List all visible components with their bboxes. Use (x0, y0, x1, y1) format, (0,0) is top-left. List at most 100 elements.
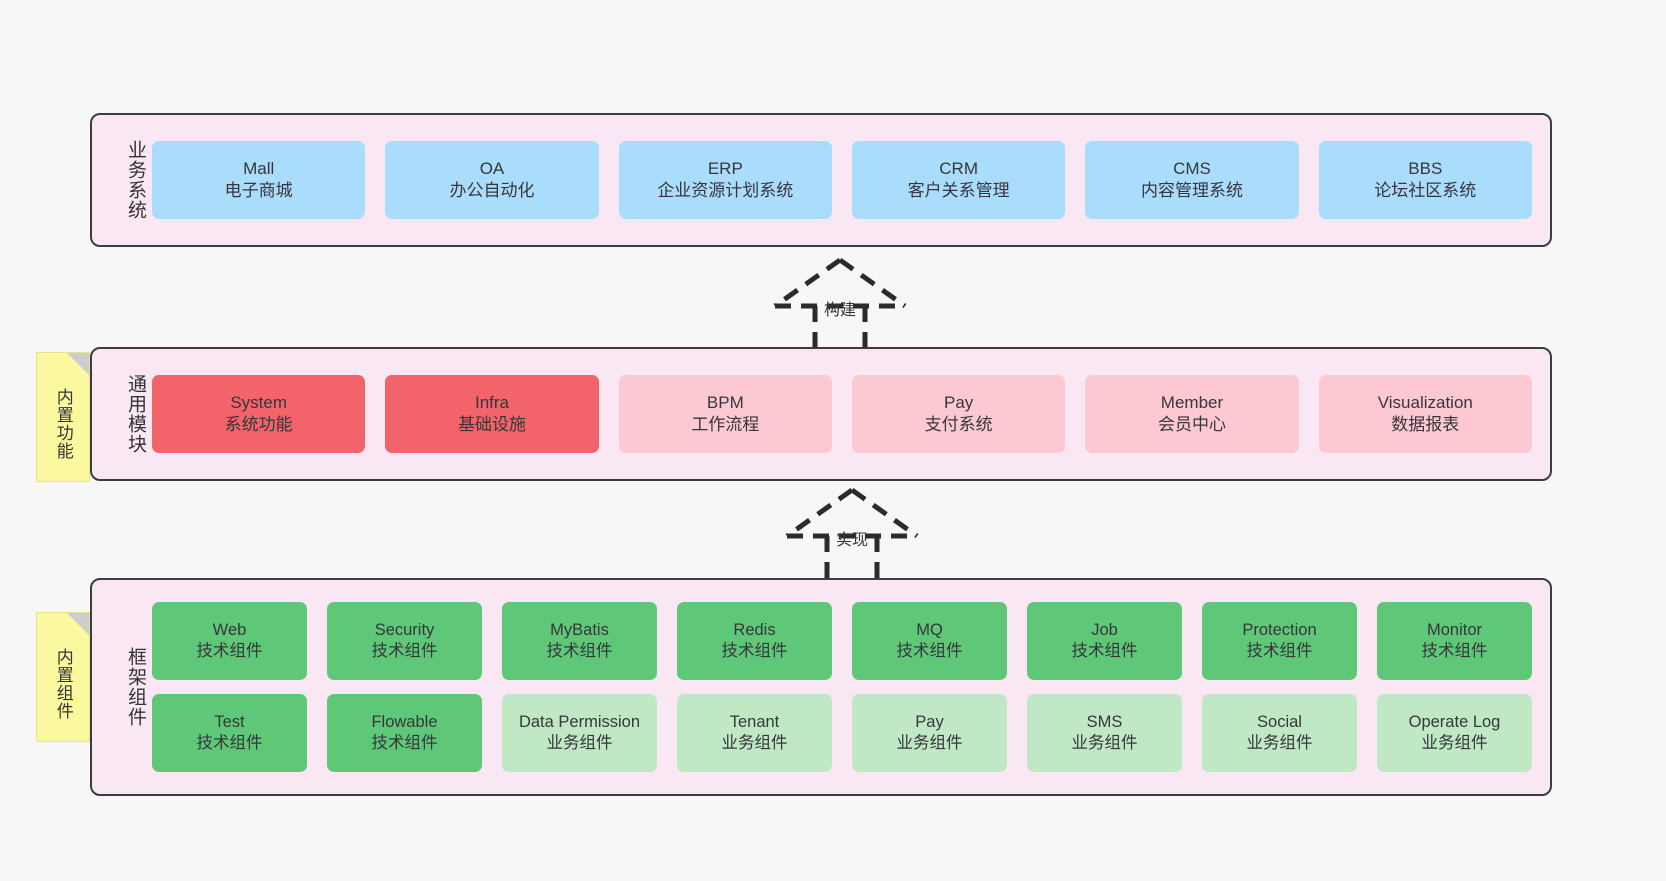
card-title-cn: 电子商城 (224, 181, 293, 200)
arrow-label-build: 构建 (823, 302, 856, 319)
card-bbs[interactable]: BBS 论坛社区系统 (1318, 141, 1532, 219)
card-data-permission[interactable]: Data Permission 业务组件 (502, 694, 657, 772)
card-title-en: MQ (916, 620, 943, 639)
card-title-cn: 支付系统 (924, 415, 993, 434)
card-title-en: System (230, 392, 287, 412)
card-title-cn: 业务组件 (896, 734, 963, 752)
card-erp[interactable]: ERP 企业资源计划系统 (618, 141, 832, 219)
card-row: System 系统功能 Infra 基础设施 BPM 工作流程 Pay 支付系统… (152, 375, 1532, 453)
card-title-cn: 基础设施 (457, 415, 526, 434)
card-title-cn: 工作流程 (691, 415, 760, 434)
card-title-cn: 论坛社区系统 (1374, 181, 1477, 200)
card-row: Test 技术组件 Flowable 技术组件 Data Permission … (152, 694, 1532, 772)
layer-title-framework-components: 框架组件 (125, 647, 146, 727)
layer-business-systems: 业务系统 Mall 电子商城 OA 办公自动化 ERP 企业资源计划系统 CRM… (90, 113, 1552, 247)
card-title-cn: 系统功能 (224, 415, 293, 434)
card-title-cn: 业务组件 (1421, 734, 1488, 752)
card-title-en: Infra (474, 392, 509, 412)
card-title-en: BBS (1408, 158, 1443, 178)
card-title-en: Mall (243, 158, 275, 178)
card-bpm[interactable]: BPM 工作流程 (618, 375, 832, 453)
card-title-en: Security (374, 620, 435, 639)
card-title-cn: 业务组件 (546, 734, 613, 752)
card-title-cn: 技术组件 (371, 642, 438, 660)
layer-title-business-systems: 业务系统 (125, 140, 146, 220)
card-row: Web 技术组件 Security 技术组件 MyBatis 技术组件 Redi… (152, 602, 1532, 680)
card-visualization[interactable]: Visualization 数据报表 (1318, 375, 1532, 453)
card-title-en: SMS (1086, 712, 1123, 731)
card-oa[interactable]: OA 办公自动化 (385, 141, 599, 219)
card-grid-business-systems: Mall 电子商城 OA 办公自动化 ERP 企业资源计划系统 CRM 客户关系… (146, 141, 1550, 219)
card-flowable[interactable]: Flowable 技术组件 (327, 694, 482, 772)
card-title-en: Visualization (1377, 392, 1473, 412)
card-title-en: ERP (707, 158, 743, 178)
card-title-en: CMS (1173, 158, 1211, 178)
card-pay-component[interactable]: Pay 业务组件 (852, 694, 1007, 772)
card-title-cn: 业务组件 (1246, 734, 1313, 752)
card-mq[interactable]: MQ 技术组件 (852, 602, 1007, 680)
card-mybatis[interactable]: MyBatis 技术组件 (502, 602, 657, 680)
card-cms[interactable]: CMS 内容管理系统 (1085, 141, 1299, 219)
card-title-cn: 技术组件 (721, 642, 788, 660)
card-social[interactable]: Social 业务组件 (1202, 694, 1357, 772)
card-title-en: Redis (733, 620, 776, 639)
card-title-cn: 技术组件 (196, 642, 263, 660)
card-title-cn: 会员中心 (1157, 415, 1226, 434)
card-title-cn: 业务组件 (1071, 734, 1138, 752)
card-title-en: OA (479, 158, 505, 178)
card-title-cn: 数据报表 (1391, 415, 1460, 434)
card-operate-log[interactable]: Operate Log 业务组件 (1377, 694, 1532, 772)
dashed-generalization-arrow-icon (773, 257, 907, 357)
card-protection[interactable]: Protection 技术组件 (1202, 602, 1357, 680)
card-test[interactable]: Test 技术组件 (152, 694, 307, 772)
card-title-en: MyBatis (550, 620, 609, 639)
card-mall[interactable]: Mall 电子商城 (152, 141, 366, 219)
card-monitor[interactable]: Monitor 技术组件 (1377, 602, 1532, 680)
card-title-cn: 业务组件 (721, 734, 788, 752)
card-title-cn: 办公自动化 (449, 181, 535, 200)
card-title-en: Job (1091, 620, 1118, 639)
card-redis[interactable]: Redis 技术组件 (677, 602, 832, 680)
card-title-cn: 技术组件 (896, 642, 963, 660)
card-title-cn: 技术组件 (546, 642, 613, 660)
card-web[interactable]: Web 技术组件 (152, 602, 307, 680)
card-job[interactable]: Job 技术组件 (1027, 602, 1182, 680)
card-tenant[interactable]: Tenant 业务组件 (677, 694, 832, 772)
card-title-cn: 技术组件 (1421, 642, 1488, 660)
card-system[interactable]: System 系统功能 (152, 375, 366, 453)
card-title-en: Member (1160, 392, 1224, 412)
card-title-en: Pay (944, 392, 974, 412)
card-row: Mall 电子商城 OA 办公自动化 ERP 企业资源计划系统 CRM 客户关系… (152, 141, 1532, 219)
sticky-note-text: 内置功能 (53, 388, 73, 460)
card-title-en: Flowable (371, 712, 438, 731)
card-title-cn: 技术组件 (1246, 642, 1313, 660)
card-title-en: Web (212, 620, 247, 639)
card-security[interactable]: Security 技术组件 (327, 602, 482, 680)
card-title-en: BPM (706, 392, 744, 412)
dashed-generalization-arrow-icon (785, 487, 919, 587)
sticky-note-text: 内置组件 (53, 648, 73, 720)
card-crm[interactable]: CRM 客户关系管理 (851, 141, 1066, 219)
card-title-cn: 内容管理系统 (1140, 181, 1243, 200)
card-infra[interactable]: Infra 基础设施 (385, 375, 599, 453)
card-title-cn: 客户关系管理 (907, 181, 1010, 200)
card-title-en: Tenant (729, 712, 780, 731)
card-title-en: Pay (915, 712, 944, 731)
arrow-implement: 实现 (772, 487, 932, 588)
card-title-en: Social (1257, 712, 1302, 731)
card-title-cn: 技术组件 (371, 734, 438, 752)
card-title-en: Test (214, 712, 245, 731)
card-title-en: CRM (939, 158, 978, 178)
card-sms[interactable]: SMS 业务组件 (1027, 694, 1182, 772)
card-title-cn: 企业资源计划系统 (657, 181, 794, 200)
layer-common-modules: 通用模块 System 系统功能 Infra 基础设施 BPM 工作流程 Pay… (90, 347, 1552, 481)
arrow-build: 构建 (760, 257, 920, 358)
layer-framework-components: 框架组件 Web 技术组件 Security 技术组件 MyBatis 技术组件… (90, 578, 1552, 796)
sticky-note-builtin-function: 内置功能 (36, 352, 90, 482)
card-pay[interactable]: Pay 支付系统 (851, 375, 1066, 453)
card-title-en: Monitor (1426, 620, 1483, 639)
card-title-en: Operate Log (1408, 712, 1501, 731)
card-title-en: Protection (1242, 620, 1317, 639)
card-member[interactable]: Member 会员中心 (1085, 375, 1299, 453)
